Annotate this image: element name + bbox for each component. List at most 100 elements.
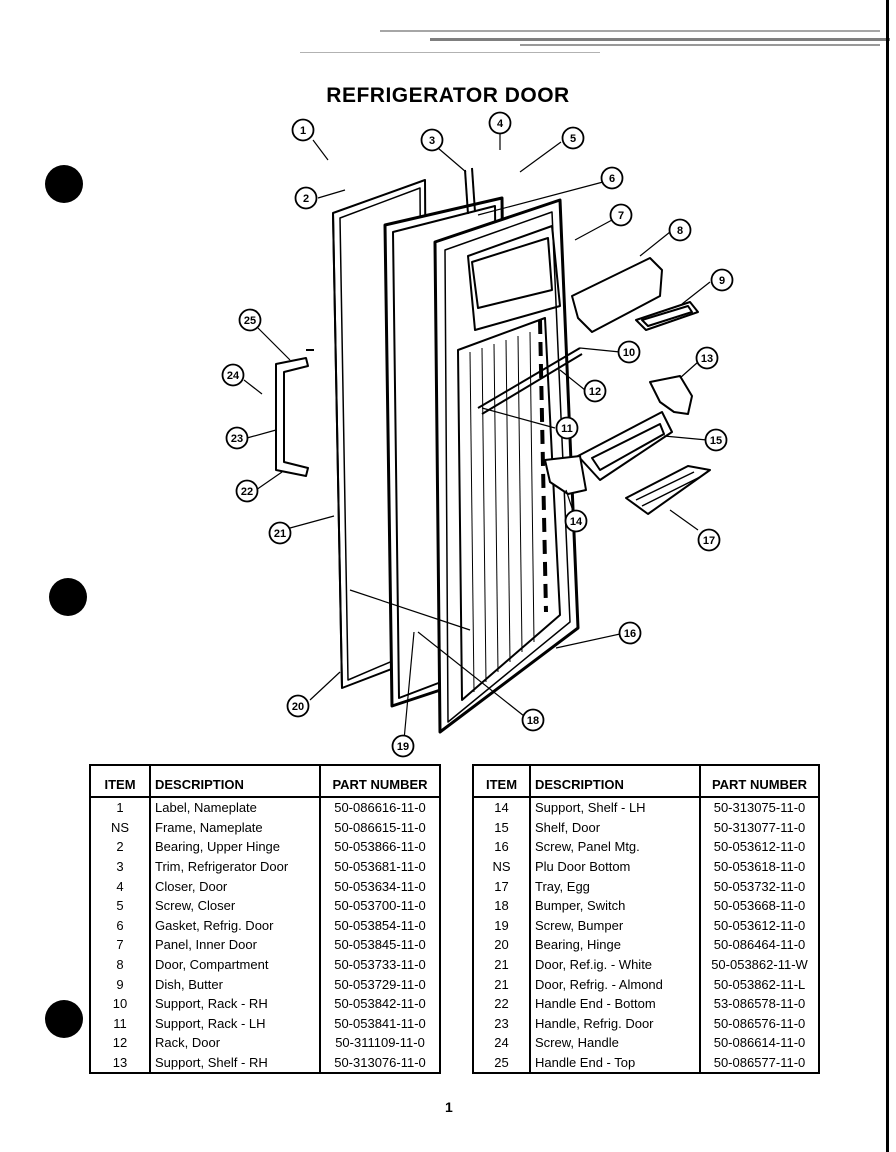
callout-label: 20 — [292, 701, 304, 713]
part-number-cell: 50-053668-11-0 — [713, 898, 806, 914]
scan-noise — [300, 30, 890, 53]
callout-11: 11 — [555, 416, 579, 440]
callout-label: 8 — [677, 225, 683, 237]
callout-label: 16 — [624, 628, 636, 640]
item-cell: 20 — [473, 935, 531, 955]
part-number-cell: 50-053634-11-0 — [334, 878, 426, 894]
description-cell: Frame, Nameplate — [150, 817, 321, 838]
callout-19: 19 — [391, 734, 415, 758]
item-cell: 15 — [473, 817, 531, 838]
callout-label: 1 — [300, 125, 306, 137]
item-cell: 5 — [90, 895, 151, 916]
item-cell: 1 — [90, 797, 151, 818]
description-cell: Tray, Egg — [530, 876, 701, 896]
header-part-number: PART NUMBER — [700, 765, 819, 798]
callout-label: 18 — [527, 715, 539, 727]
description-cell: Screw, Panel Mtg. — [530, 837, 701, 857]
description-cell: Support, Rack - LH — [150, 1013, 321, 1034]
item-cell: 21 — [473, 974, 531, 994]
exploded-diagram: 1234567891011121314151617181920212223242… — [221, 111, 734, 758]
description-cell: Gasket, Refrig. Door — [150, 915, 321, 936]
part-number-cell: 50-311109-11-0 — [335, 1035, 425, 1051]
description-cell: Door, Refrig. - Almond — [530, 974, 701, 994]
egg-tray — [625, 465, 711, 515]
callout-8: 8 — [668, 218, 692, 242]
shelf-support-rh — [649, 375, 693, 415]
callout-label: 7 — [618, 210, 624, 222]
callout-16: 16 — [618, 621, 642, 645]
callout-label: 3 — [429, 135, 435, 147]
part-number-cell: 50-053842-11-0 — [334, 996, 426, 1012]
item-cell: 4 — [90, 876, 151, 896]
description-cell: Handle End - Top — [530, 1052, 701, 1074]
description-cell: Support, Shelf - RH — [150, 1052, 321, 1074]
part-number-cell: 50-086615-11-0 — [334, 819, 426, 835]
header-item: ITEM — [473, 765, 531, 798]
part-number-cell: 50-053681-11-0 — [334, 859, 426, 875]
callout-3: 3 — [420, 128, 444, 152]
part-number-cell: 50-313075-11-0 — [713, 800, 806, 816]
part-number-cell: 50-053700-11-0 — [334, 898, 426, 914]
part-number-cell: 50-053862-11-L — [713, 976, 806, 992]
callout-4: 4 — [488, 111, 512, 135]
table-header-row: ITEM DESCRIPTION PART NUMBER — [90, 765, 440, 798]
callout-label: 11 — [561, 423, 573, 435]
callout-18: 18 — [521, 708, 545, 732]
item-cell: 22 — [473, 993, 531, 1014]
part-number-cell: 50-086464-11-0 — [713, 937, 806, 953]
butter-dish — [635, 301, 699, 331]
header-item: ITEM — [90, 765, 151, 798]
part-number-cell: 50-086576-11-0 — [713, 1015, 806, 1031]
description-cell: Label, Nameplate — [150, 797, 321, 818]
callout-label: 24 — [227, 370, 240, 382]
part-number-cell: 50-053845-11-0 — [334, 937, 426, 953]
item-cell: 17 — [473, 876, 531, 896]
part-number-cell: 50-313077-11-0 — [713, 819, 806, 835]
description-cell: Door, Compartment — [150, 954, 321, 975]
binder-hole — [45, 165, 83, 203]
item-cell: 7 — [90, 935, 151, 955]
item-cell: NS — [90, 817, 151, 838]
callout-label: 10 — [623, 347, 635, 359]
callout-label: 17 — [703, 535, 715, 547]
callout-13: 13 — [695, 346, 719, 370]
part-number-cell: 53-086578-11-0 — [713, 996, 806, 1012]
description-cell: Bearing, Hinge — [530, 935, 701, 955]
description-cell: Bumper, Switch — [530, 895, 701, 916]
header-description: DESCRIPTION — [150, 765, 321, 798]
part-number-cell: 50-053733-11-0 — [334, 957, 426, 973]
item-cell: 21 — [473, 954, 531, 975]
description-cell: Support, Shelf - LH — [530, 797, 701, 818]
part-number-cell: 50-053866-11-0 — [334, 839, 426, 855]
item-cell: 24 — [473, 1033, 531, 1053]
part-number-cell: 50-053732-11-0 — [713, 878, 806, 894]
part-number-cell: 50-086616-11-0 — [334, 800, 426, 816]
inner-panel — [433, 198, 580, 734]
item-cell: 11 — [90, 1013, 151, 1034]
door-shelf — [577, 411, 673, 481]
callout-21: 21 — [268, 521, 292, 545]
callout-20: 20 — [286, 694, 310, 718]
item-cell: 9 — [90, 974, 151, 994]
item-cell: 2 — [90, 837, 151, 857]
callout-label: 6 — [609, 173, 615, 185]
description-cell: Trim, Refrigerator Door — [150, 856, 321, 877]
callout-12: 12 — [583, 379, 607, 403]
description-cell: Plu Door Bottom — [530, 856, 701, 877]
